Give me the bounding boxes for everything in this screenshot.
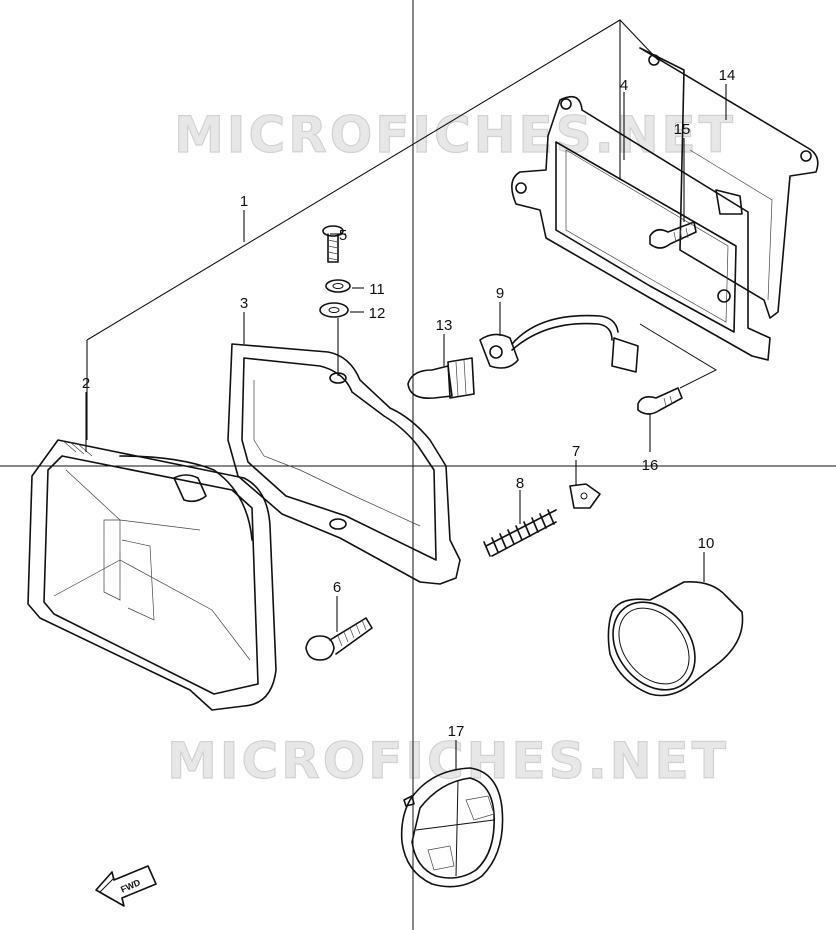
callout-6: 6 xyxy=(333,579,341,596)
screw-part-5 xyxy=(322,225,346,263)
callout-15: 15 xyxy=(674,121,691,138)
callout-8: 8 xyxy=(516,475,524,492)
washer-part-12 xyxy=(319,302,364,318)
spring-part-8 xyxy=(483,490,557,557)
screw-part-15 xyxy=(649,138,697,249)
washer-part-11 xyxy=(325,279,364,293)
socket-harness-part-9 xyxy=(479,302,639,373)
forward-arrow-icon: FWD xyxy=(95,865,157,907)
callout-11: 11 xyxy=(369,281,385,298)
callout-7: 7 xyxy=(572,443,580,460)
watermark-top: MICROFICHES.NET xyxy=(174,106,736,164)
reflector-part-17 xyxy=(400,740,504,888)
fwd-label: FWD xyxy=(119,877,142,895)
callout-12: 12 xyxy=(369,305,386,322)
nut-part-7 xyxy=(569,460,601,509)
callout-16: 16 xyxy=(642,457,659,474)
callout-1: 1 xyxy=(240,193,248,210)
watermark-bottom: MICROFICHES.NET xyxy=(167,732,729,790)
callout-5: 5 xyxy=(339,227,347,244)
callout-2: 2 xyxy=(82,375,90,392)
callout-9: 9 xyxy=(496,285,504,302)
callout-3: 3 xyxy=(240,295,248,312)
assembly-bracket-line xyxy=(86,19,659,440)
callout-10: 10 xyxy=(698,535,715,552)
headlight-rim-part-3 xyxy=(227,312,461,585)
callout-17: 17 xyxy=(448,723,465,740)
rear-bracket-part-14 xyxy=(639,47,819,319)
lens-unit-part-2 xyxy=(27,392,277,711)
callout-4: 4 xyxy=(620,77,628,94)
callout-13: 13 xyxy=(436,317,453,334)
bulb-part-13 xyxy=(407,334,475,400)
callout-14: 14 xyxy=(719,67,736,84)
screw-part-16 xyxy=(637,323,718,452)
mounting-bracket-part-4 xyxy=(511,92,771,361)
screw-part-6 xyxy=(305,596,373,661)
socket-cover-part-10 xyxy=(607,552,744,697)
